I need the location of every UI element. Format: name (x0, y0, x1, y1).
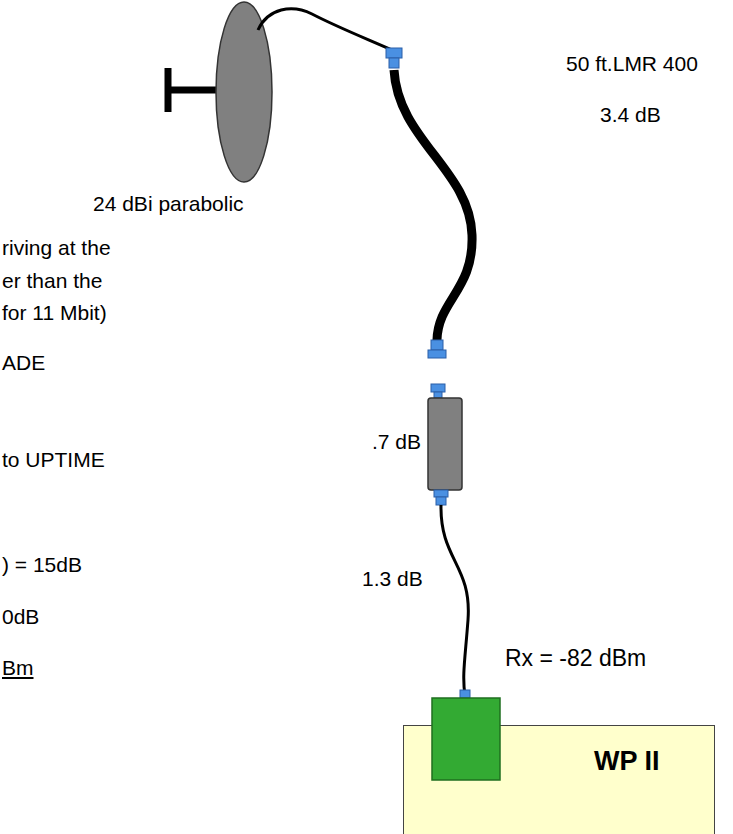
slide-text: for 11 Mbit) (2, 301, 107, 325)
slide-text: 0dB (2, 605, 39, 629)
connector (431, 384, 445, 392)
connector (436, 497, 446, 505)
loss-value: 3.4 dB (600, 103, 661, 127)
antenna-gain-label: 24 dBi parabolic (93, 192, 244, 216)
device-name: WP II (594, 746, 660, 777)
slide-text: ) = 15dB (2, 553, 82, 577)
slide-text: ADE (2, 351, 45, 375)
loss-value: 1.3 dB (362, 567, 423, 591)
slide-text: riving at the (2, 236, 111, 260)
cable-label: 50 ft.LMR 400 (566, 52, 698, 76)
connector (460, 690, 470, 698)
feed-arm (168, 87, 218, 94)
connector (434, 490, 448, 497)
parabolic-dish (216, 2, 272, 182)
pigtail-cable (258, 9, 392, 50)
device-box: WP II (403, 725, 715, 834)
slide-text: Bm (2, 656, 34, 680)
connector (431, 340, 443, 350)
pigtail-cable (441, 505, 468, 696)
receive-level: Rx = -82 dBm (505, 645, 646, 671)
connector (428, 350, 446, 358)
slide-text: to UPTIME (2, 448, 105, 472)
connector (434, 392, 442, 398)
slide-text: er than the (2, 269, 102, 293)
feed-bar (165, 68, 172, 112)
lightning-arrestor (428, 398, 462, 490)
loss-value: .7 dB (372, 430, 421, 454)
connector (386, 48, 402, 58)
connector (389, 58, 399, 68)
lmr400-cable (394, 70, 472, 340)
